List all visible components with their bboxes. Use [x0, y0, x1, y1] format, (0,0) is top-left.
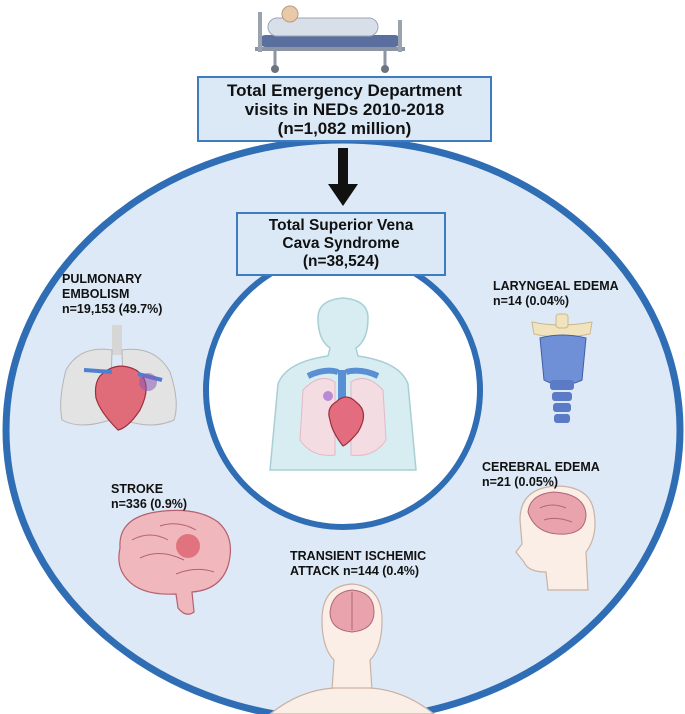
total-svcs-box: Total Superior Vena Cava Syndrome (n=38,… — [236, 212, 446, 276]
total-ed-visits-line2: visits in NEDs 2010-2018 — [244, 100, 445, 119]
total-ed-visits-line1: Total Emergency Department — [227, 81, 462, 100]
stroke-label: STROKE n=336 (0.9%) — [111, 482, 187, 512]
laryngeal-edema-label: LARYNGEAL EDEMA n=14 (0.04%) — [493, 279, 619, 309]
laryngeal-edema-line1: LARYNGEAL EDEMA — [493, 279, 619, 293]
tia-line1: TRANSIENT ISCHEMIC — [290, 549, 427, 563]
stroke-count: n=336 (0.9%) — [111, 497, 188, 511]
torso-heart-icon — [269, 297, 417, 471]
larynx-icon — [531, 313, 593, 423]
head-brain-icon — [269, 583, 435, 714]
tia-label: TRANSIENT ISCHEMIC ATTACK n=144 (0.4%) — [290, 549, 426, 579]
total-svcs-line1: Total Superior Vena — [268, 217, 414, 234]
pulmonary-embolism-count: n=19,153 (49.7%) — [62, 302, 163, 316]
laryngeal-edema-count: n=14 (0.04%) — [493, 294, 570, 308]
pulmonary-embolism-line2: EMBOLISM — [62, 287, 130, 301]
lungs-heart-icon — [60, 325, 177, 431]
pulmonary-embolism-line1: PULMONARY — [62, 272, 143, 286]
total-svcs-line3: (n=38,524) — [302, 253, 380, 270]
cerebral-edema-line1: CEREBRAL EDEMA — [482, 460, 600, 474]
cerebral-edema-count: n=21 (0.05%) — [482, 475, 559, 489]
total-ed-visits-line3: (n=1,082 million) — [277, 119, 412, 138]
brain-icon — [118, 509, 231, 615]
hospital-bed-icon — [255, 5, 405, 73]
tia-line2: ATTACK n=144 (0.4%) — [290, 564, 420, 578]
flow-arrow — [328, 148, 358, 206]
cerebral-edema-label: CEREBRAL EDEMA n=21 (0.05%) — [482, 460, 600, 490]
pulmonary-embolism-label: PULMONARY EMBOLISM n=19,153 (49.7%) — [62, 272, 162, 317]
total-ed-visits-box: Total Emergency Department visits in NED… — [197, 76, 492, 142]
brain-head-icon — [515, 485, 596, 591]
stroke-line1: STROKE — [111, 482, 164, 496]
total-svcs-line2: Cava Syndrome — [282, 235, 400, 252]
